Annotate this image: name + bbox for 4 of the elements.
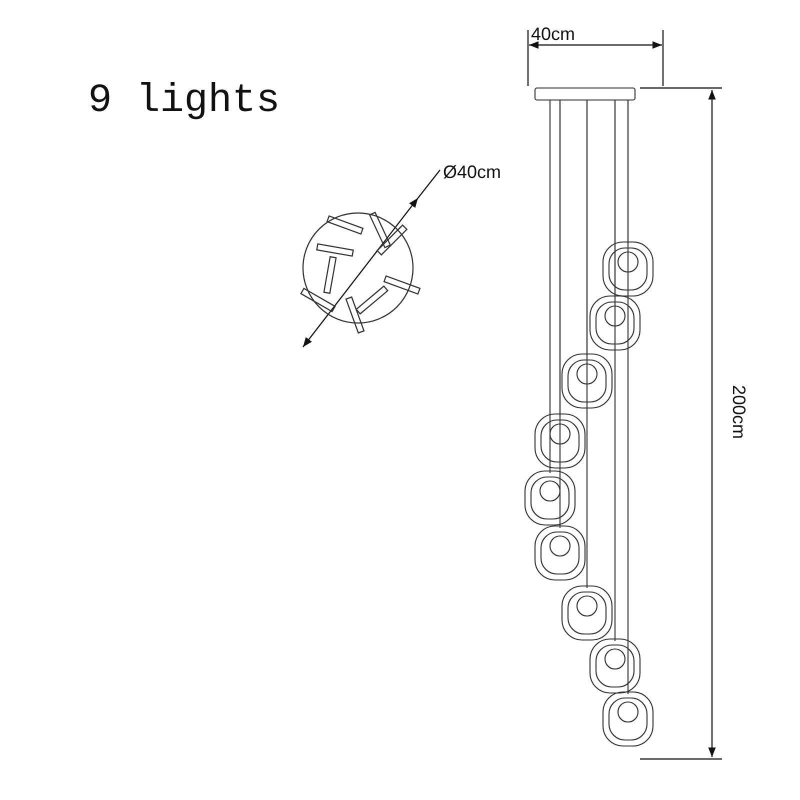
- dimension-label: Ø40cm: [443, 163, 502, 181]
- dimension-label: 40cm: [531, 25, 576, 43]
- heading: 9 lights: [88, 82, 280, 122]
- dimension-label: 200cm: [730, 385, 748, 440]
